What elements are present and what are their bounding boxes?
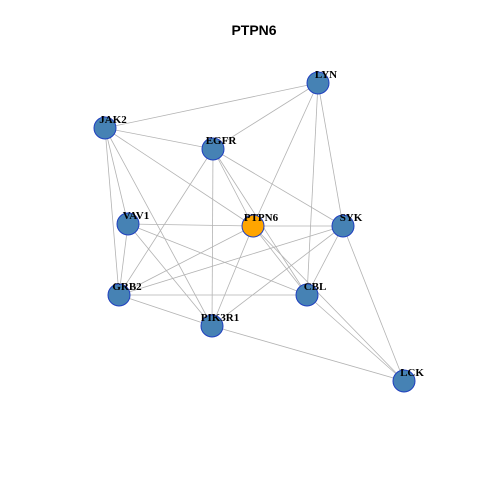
edge-lyn-egfr xyxy=(212,82,319,150)
node-lck xyxy=(392,369,416,393)
edge-egfr-syk xyxy=(212,148,344,227)
edge-jak2-vav1 xyxy=(104,127,129,225)
node-ptpn6 xyxy=(241,214,265,238)
node-vav1 xyxy=(116,212,140,236)
node-lyn xyxy=(306,71,330,95)
edge-syk-lck xyxy=(342,225,405,382)
diagram-title: PTPN6 xyxy=(231,22,276,38)
edge-vav1-ptpn6 xyxy=(127,223,254,227)
edge-egfr-ptpn6 xyxy=(212,148,254,227)
edge-lyn-ptpn6 xyxy=(252,82,319,227)
node-pik3r1 xyxy=(200,314,224,338)
edge-vav1-pik3r1 xyxy=(127,223,213,327)
edge-grb2-pik3r1 xyxy=(118,294,213,327)
edge-syk-grb2 xyxy=(118,225,344,296)
node-syk xyxy=(331,214,355,238)
edge-egfr-pik3r1 xyxy=(211,148,214,327)
node-label-ptpn6: PTPN6 xyxy=(244,212,279,224)
edge-ptpn6-pik3r1 xyxy=(211,225,254,327)
edge-syk-cbl xyxy=(306,225,344,296)
edge-pik3r1-lck xyxy=(211,325,405,382)
edge-lyn-cbl xyxy=(306,82,319,296)
node-label-vav1: VAV1 xyxy=(123,210,150,222)
edge-egfr-grb2 xyxy=(118,148,214,296)
node-label-lyn: LYN xyxy=(315,69,337,81)
edge-jak2-pik3r1 xyxy=(104,127,213,327)
node-label-cbl: CBL xyxy=(304,281,327,293)
node-label-grb2: GRB2 xyxy=(112,281,142,293)
edge-ptpn6-grb2 xyxy=(118,225,254,296)
edge-vav1-grb2 xyxy=(118,223,129,296)
edge-ptpn6-cbl xyxy=(252,225,308,296)
node-label-syk: SYK xyxy=(340,212,363,224)
edge-ptpn6-lck xyxy=(252,225,405,382)
node-jak2 xyxy=(93,116,117,140)
node-label-jak2: JAK2 xyxy=(99,114,127,126)
edge-jak2-ptpn6 xyxy=(104,127,254,227)
node-label-lck: LCK xyxy=(400,367,424,379)
node-label-egfr: EGFR xyxy=(206,135,238,147)
node-cbl xyxy=(295,283,319,307)
node-label-pik3r1: PIK3R1 xyxy=(201,312,240,324)
edge-syk-pik3r1 xyxy=(211,225,344,327)
edge-jak2-grb2 xyxy=(104,127,120,296)
edge-lyn-jak2 xyxy=(104,82,319,129)
edge-jak2-egfr xyxy=(104,127,214,150)
edge-cbl-lck xyxy=(306,294,405,382)
node-egfr xyxy=(201,137,225,161)
edge-lyn-syk xyxy=(317,82,344,227)
node-layer xyxy=(93,71,416,393)
edge-vav1-cbl xyxy=(127,223,308,296)
node-grb2 xyxy=(107,283,131,307)
